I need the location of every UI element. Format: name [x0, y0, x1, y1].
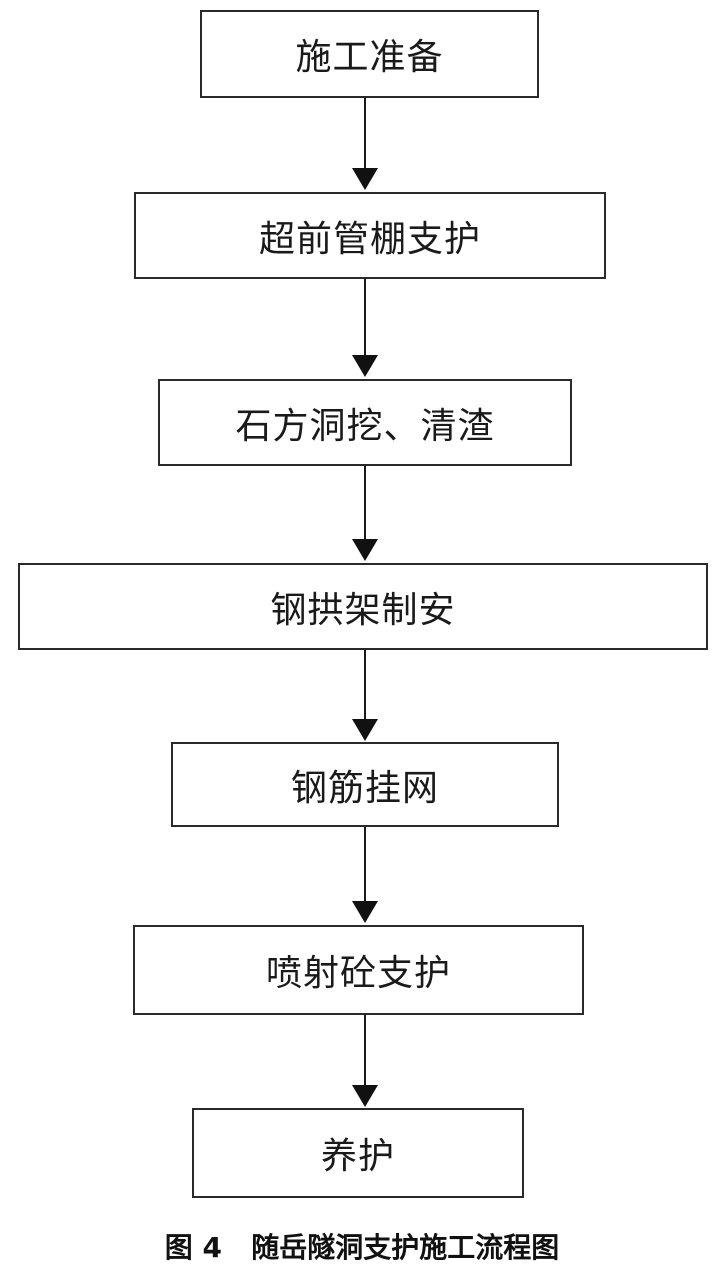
step-label: 喷射砼支护: [265, 953, 451, 994]
flow-connector-line: [364, 279, 366, 355]
figure-caption: 图 4 随岳隧洞支护施工流程图: [164, 1231, 560, 1264]
down-arrow-icon: [352, 901, 378, 923]
step-label: 钢筋挂网: [290, 767, 439, 809]
flow-connector-line: [364, 1015, 366, 1085]
step-box-rock-excavation-mucking: 石方洞挖、清渣: [158, 379, 572, 466]
down-arrow-icon: [352, 1085, 378, 1107]
flow-connector-line: [364, 466, 366, 539]
down-arrow-icon: [352, 168, 378, 190]
down-arrow-icon: [352, 719, 378, 741]
down-arrow-icon: [352, 355, 378, 377]
step-box-construction-preparation: 施工准备: [200, 10, 539, 98]
step-box-steel-arch-installation: 钢拱架制安: [18, 563, 708, 650]
step-label: 超前管棚支护: [258, 218, 481, 260]
step-box-rebar-mesh-hanging: 钢筋挂网: [171, 742, 559, 827]
down-arrow-icon: [352, 539, 378, 561]
flow-connector-line: [364, 98, 366, 168]
step-label: 养护: [320, 1136, 395, 1177]
flow-connector-line: [364, 650, 366, 719]
step-label: 施工准备: [295, 37, 444, 78]
step-label: 钢拱架制安: [270, 589, 456, 631]
step-box-advance-pipe-shed-support: 超前管棚支护: [134, 192, 606, 279]
step-label: 石方洞挖、清渣: [235, 405, 495, 447]
flow-connector-line: [364, 827, 366, 901]
step-box-shotcrete-support: 喷射砼支护: [133, 925, 584, 1015]
step-box-curing: 养护: [192, 1108, 524, 1198]
